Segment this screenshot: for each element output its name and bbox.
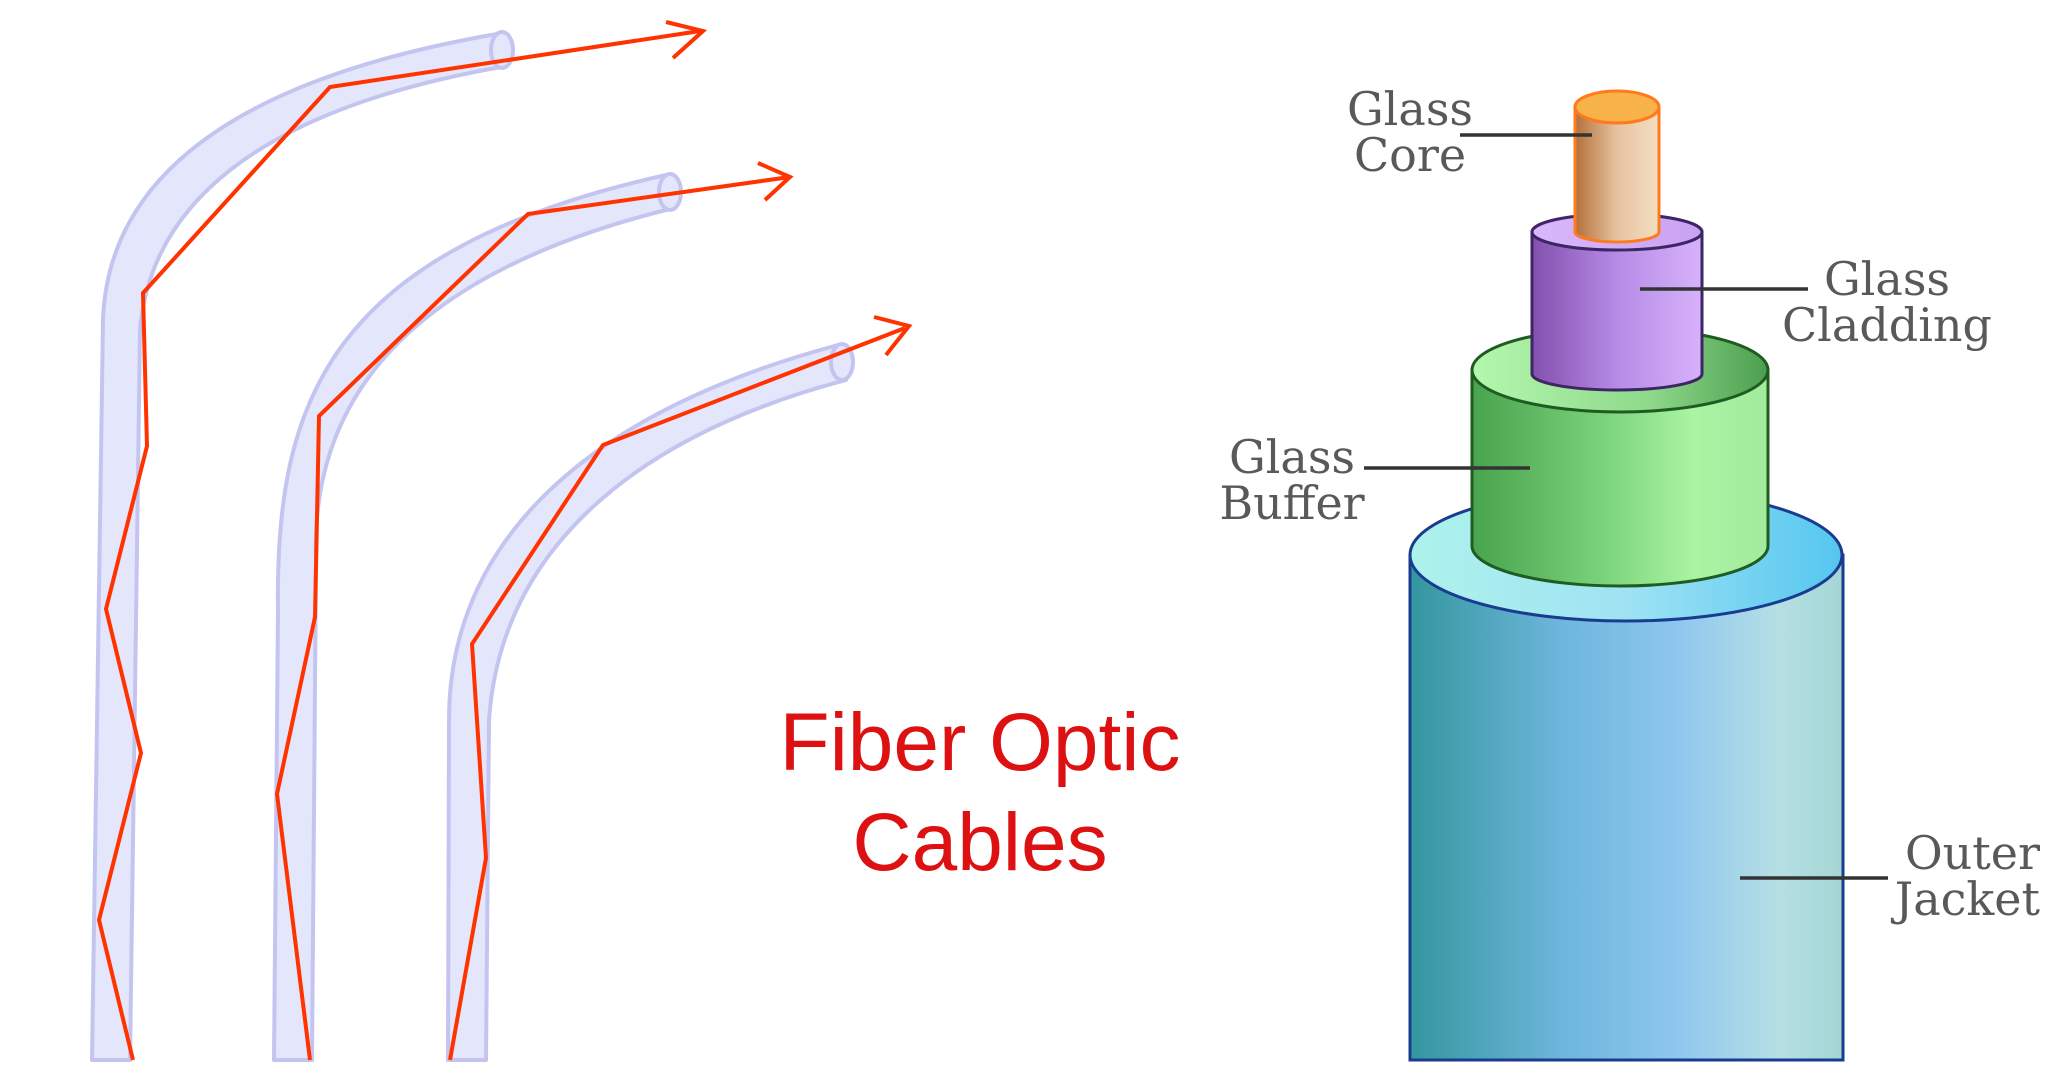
diagram-title-line-1: Fiber Optic: [779, 697, 1181, 788]
label-glass-core-line2: Core: [1353, 128, 1467, 182]
label-glass-cladding-line2: Cladding: [1781, 298, 1992, 352]
arrowhead-1: [665, 20, 708, 60]
buffer-body: [1470, 368, 1770, 588]
core-body: [1573, 105, 1661, 244]
outer-jacket-body: [1408, 553, 1845, 1062]
light-ray-2: [274, 175, 791, 1061]
light-ray-3: [448, 326, 906, 1061]
label-outer-jacket: Outer Jacket: [1884, 830, 2040, 922]
label-outer-jacket-line2: Jacket: [1894, 872, 2040, 926]
label-glass-buffer-line2: Buffer: [1219, 476, 1365, 530]
cladding-body: [1530, 230, 1704, 392]
arrowhead-2: [757, 161, 794, 202]
label-glass-buffer-line1: Glass: [1228, 430, 1356, 484]
label-glass-cladding-line1: Glass: [1823, 252, 1951, 306]
label-glass-core: Glass Core: [1330, 86, 1490, 178]
core-top: [1573, 89, 1661, 125]
label-glass-core-line1: Glass: [1346, 82, 1474, 136]
light-ray-1: [96, 29, 701, 1061]
arrowhead-3: [873, 315, 913, 357]
label-glass-buffer: Glass Buffer: [1212, 434, 1372, 526]
diagram-title-line-2: Cables: [852, 797, 1108, 888]
label-outer-jacket-line1: Outer: [1904, 826, 2040, 880]
fiber-strand-1: [90, 20, 708, 1062]
label-glass-cladding: Glass Cladding: [1772, 256, 2002, 348]
cable-stack: [1408, 89, 1845, 1062]
fiber-strand-2: [272, 161, 794, 1062]
fiber-strand-3: [446, 315, 913, 1062]
